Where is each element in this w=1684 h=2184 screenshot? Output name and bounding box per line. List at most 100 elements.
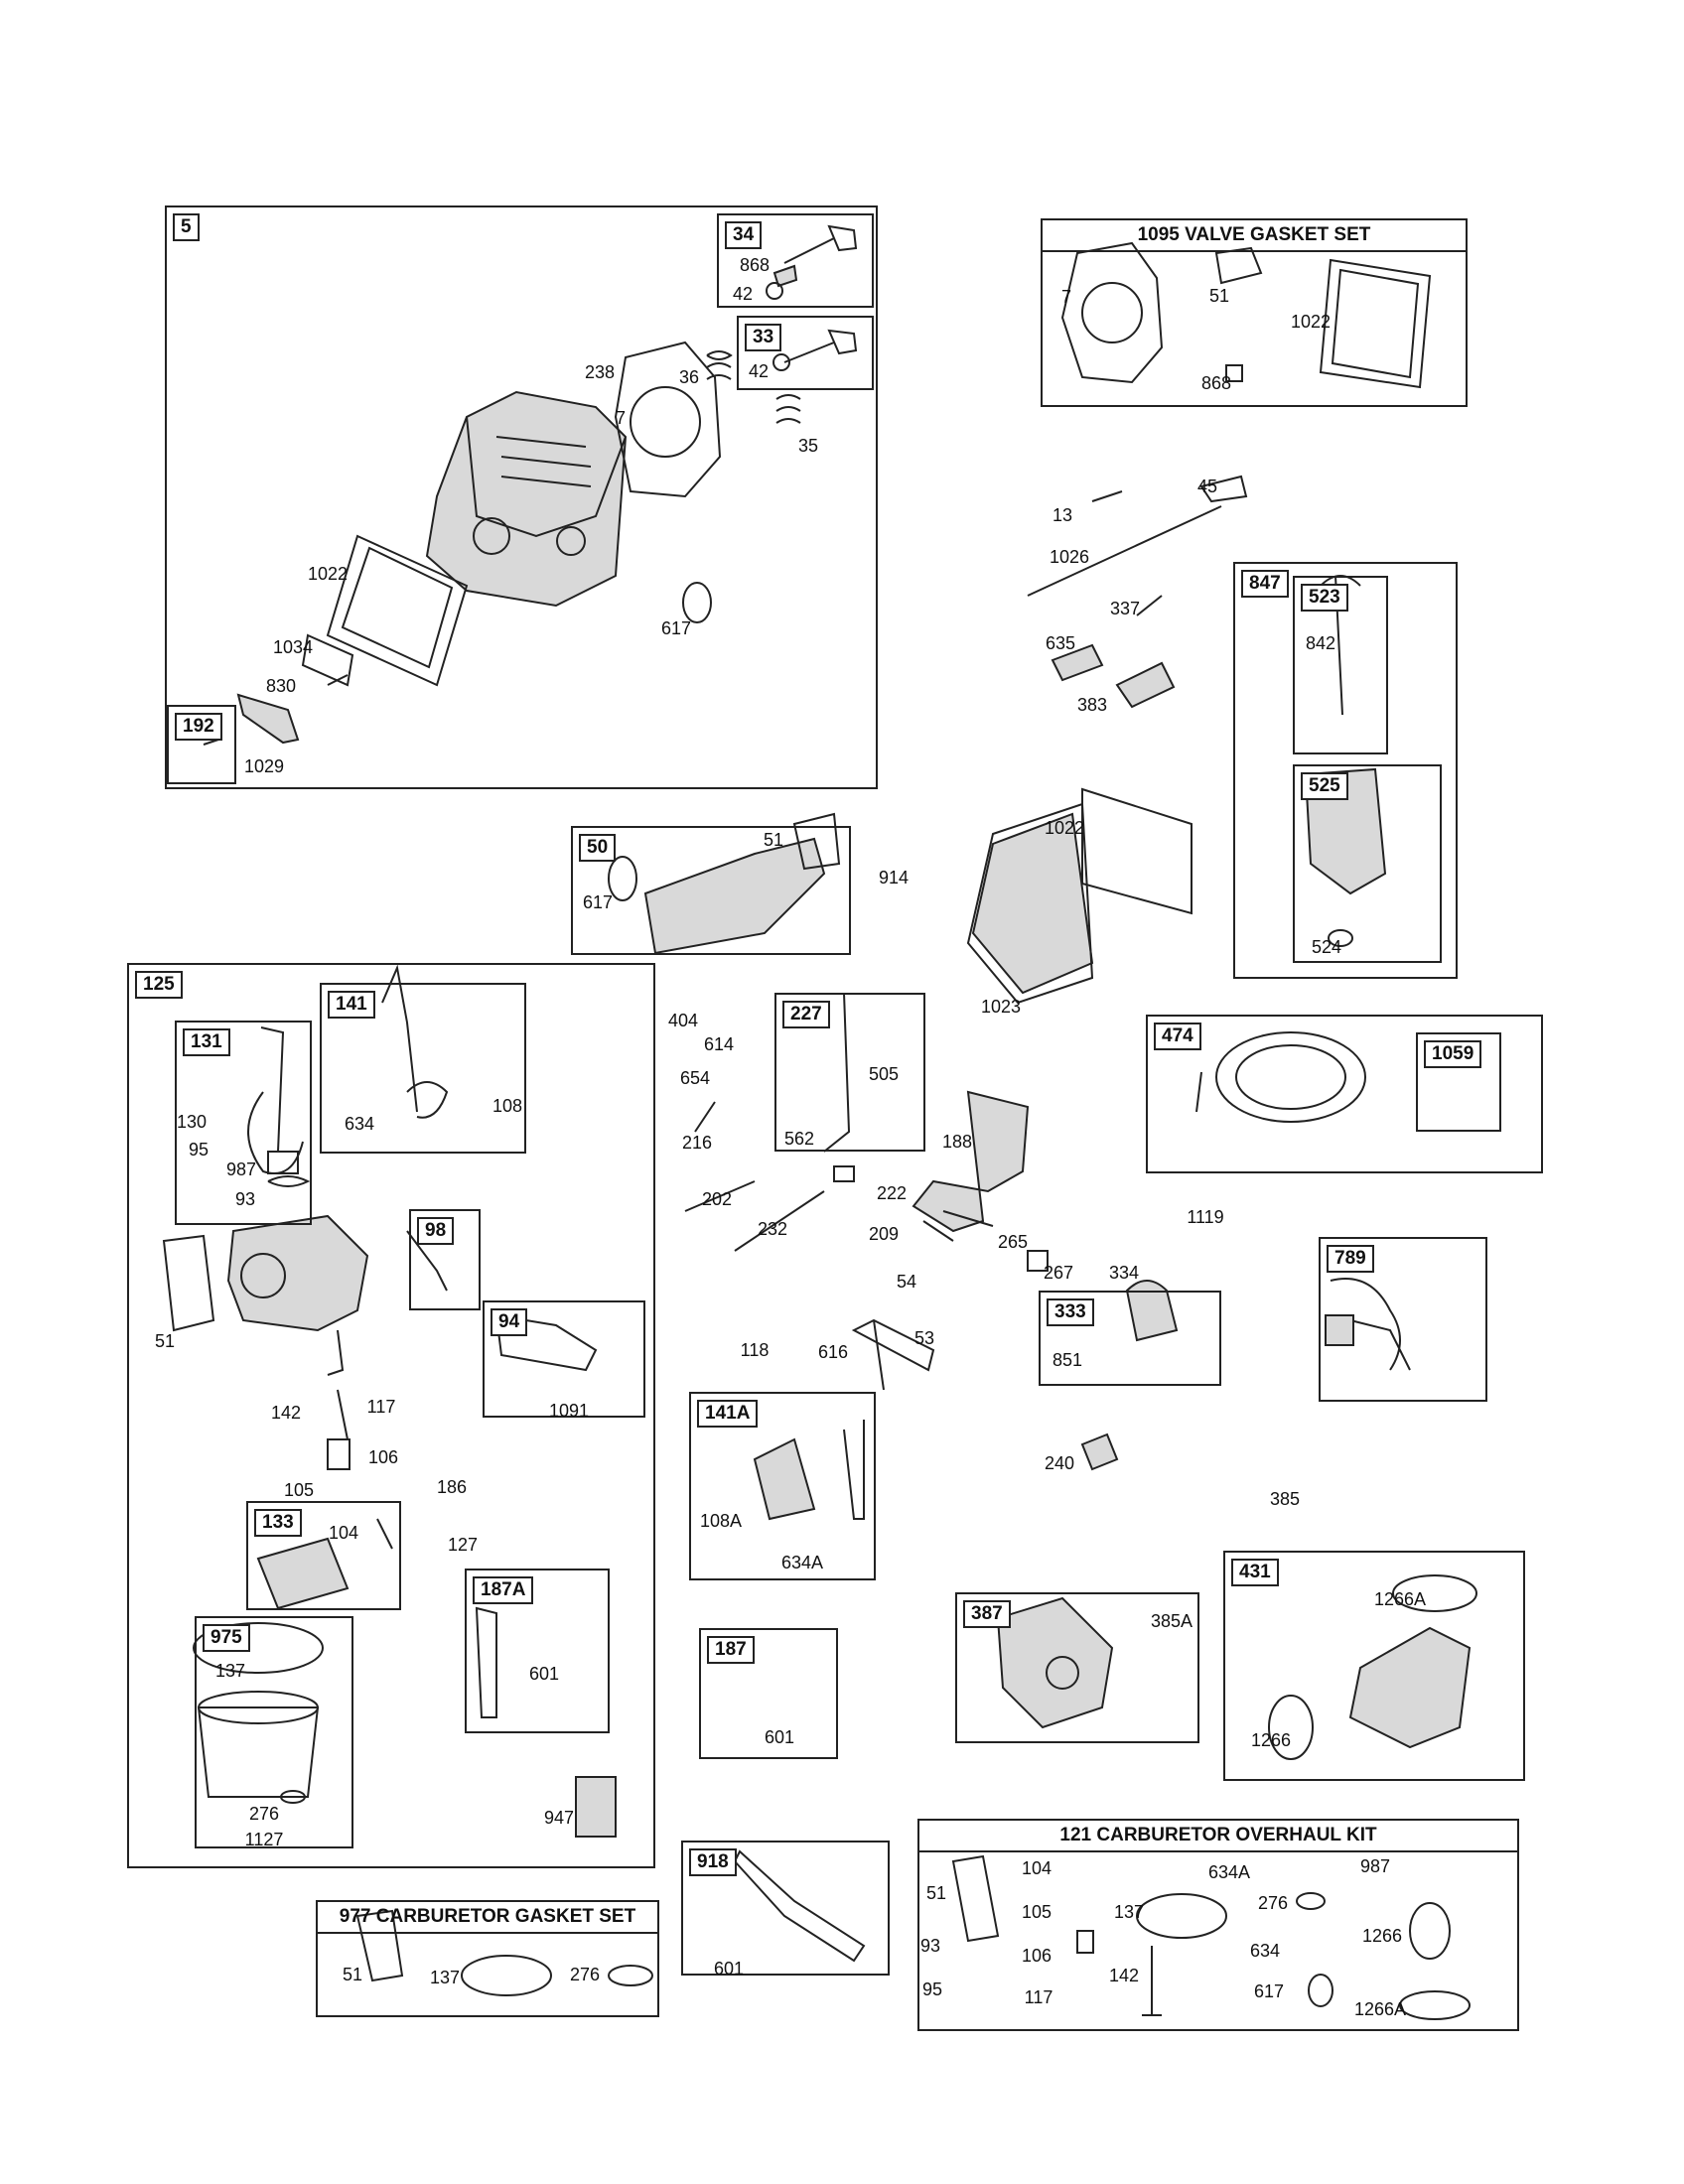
box-tag: 187A [473, 1576, 534, 1604]
part-label: 142 [1108, 1966, 1140, 1985]
box-intake-manifold: 50 [571, 826, 851, 955]
part-label: 634A [1207, 1862, 1251, 1882]
part-label: 987 [1359, 1856, 1391, 1876]
part-label: 105 [283, 1480, 315, 1500]
part-label: 337 [1109, 599, 1141, 618]
box-tag: 50 [579, 834, 617, 862]
box-141a: 141A [689, 1392, 876, 1580]
part-label: 106 [367, 1447, 399, 1467]
box-789: 789 [1319, 1237, 1487, 1402]
part-label: 7 [615, 408, 627, 428]
part-label: 7 [1060, 287, 1072, 307]
part-label: 1127 [244, 1830, 284, 1849]
part-label: 385A [1150, 1611, 1193, 1631]
part-label: 130 [176, 1112, 208, 1132]
part-label: 108A [699, 1511, 743, 1531]
box-tag: 1059 [1424, 1040, 1482, 1068]
part-label: 334 [1108, 1263, 1140, 1283]
part-label: 562 [783, 1129, 815, 1149]
part-label: 385 [1269, 1489, 1301, 1509]
part-label: 524 [1311, 937, 1342, 957]
part-label: 654 [679, 1068, 711, 1088]
part-label: 1091 [548, 1401, 590, 1421]
part-label: 276 [248, 1804, 280, 1824]
part-label: 617 [1253, 1981, 1285, 2001]
box-tag: 474 [1154, 1023, 1201, 1050]
part-label: 238 [584, 362, 616, 382]
part-label: 868 [739, 255, 771, 275]
part-label: 209 [868, 1224, 900, 1244]
part-label: 383 [1076, 695, 1108, 715]
part-label: 851 [1052, 1350, 1083, 1370]
part-label: 267 [1043, 1263, 1074, 1283]
box-187: 187 [699, 1628, 838, 1759]
box-tag: 131 [183, 1028, 230, 1056]
part-label: 1022 [307, 564, 349, 584]
box-tag: 789 [1327, 1245, 1374, 1273]
part-label: 830 [265, 676, 297, 696]
box-tag: 98 [417, 1217, 455, 1245]
part-label: 947 [543, 1808, 575, 1828]
box-carburetor: 125 [127, 963, 655, 1868]
part-label: 1266A [1353, 1999, 1407, 2019]
part-label: 51 [925, 1883, 947, 1903]
box-tag: 431 [1231, 1559, 1279, 1586]
box-stator: 474 [1146, 1015, 1543, 1173]
part-label: 93 [919, 1936, 941, 1956]
part-label: 265 [997, 1232, 1029, 1252]
box-fuel-pump: 387 [955, 1592, 1199, 1743]
part-label: 35 [797, 436, 819, 456]
part-label: 404 [667, 1011, 699, 1030]
box-975: 975 [195, 1616, 353, 1848]
box-187a: 187A [465, 1569, 610, 1733]
box-tag: 141A [697, 1400, 759, 1428]
box-tag: 33 [745, 324, 782, 351]
part-label: 54 [896, 1272, 917, 1292]
part-label: 202 [701, 1189, 733, 1209]
part-label: 104 [328, 1523, 359, 1543]
part-label: 1266A [1373, 1589, 1427, 1609]
part-label: 127 [447, 1535, 479, 1555]
part-label: 1266 [1361, 1926, 1403, 1946]
part-label: 51 [1208, 286, 1230, 306]
box-1059: 1059 [1416, 1032, 1501, 1132]
part-label: 42 [748, 361, 770, 381]
box-carburetor-gasket-set: 977 CARBURETOR GASKET SET [316, 1900, 659, 2017]
part-label: 634 [344, 1114, 375, 1134]
part-label: 1022 [1290, 312, 1332, 332]
box-tag: 333 [1047, 1298, 1094, 1326]
box-tag: 133 [254, 1509, 302, 1537]
part-label: 1026 [1049, 547, 1090, 567]
part-label: 1266 [1250, 1730, 1292, 1750]
part-label: 93 [234, 1189, 256, 1209]
box-94: 94 [483, 1300, 645, 1418]
box-tag: 387 [963, 1600, 1011, 1628]
kit-title: 121 CARBURETOR OVERHAUL KIT [919, 1821, 1517, 1852]
part-label: 914 [878, 868, 910, 887]
part-label: 106 [1021, 1946, 1052, 1966]
box-tag: 34 [725, 221, 763, 249]
part-label: 216 [681, 1133, 713, 1153]
part-label: 188 [941, 1132, 973, 1152]
box-fuel-line: 918 [681, 1841, 890, 1976]
part-label: 1022 [1044, 818, 1085, 838]
box-carburetor-overhaul-kit: 121 CARBURETOR OVERHAUL KIT [917, 1819, 1519, 2031]
box-333: 333 [1039, 1291, 1221, 1386]
part-label: 634 [1249, 1941, 1281, 1961]
part-label: 617 [660, 618, 692, 638]
box-tag: 227 [782, 1001, 830, 1028]
part-label: 614 [703, 1034, 735, 1054]
part-label: 36 [678, 367, 700, 387]
part-label: 222 [876, 1183, 908, 1203]
part-label: 104 [1021, 1858, 1052, 1878]
box-tag: 525 [1301, 772, 1348, 800]
box-tag: 918 [689, 1848, 737, 1876]
part-label: 634A [780, 1553, 824, 1572]
box-tag: 975 [203, 1624, 250, 1652]
part-label: 987 [225, 1160, 257, 1179]
part-label: 95 [921, 1979, 943, 1999]
box-131: 131 [175, 1021, 312, 1225]
part-label: 601 [713, 1959, 745, 1979]
box-tag: 523 [1301, 584, 1348, 612]
